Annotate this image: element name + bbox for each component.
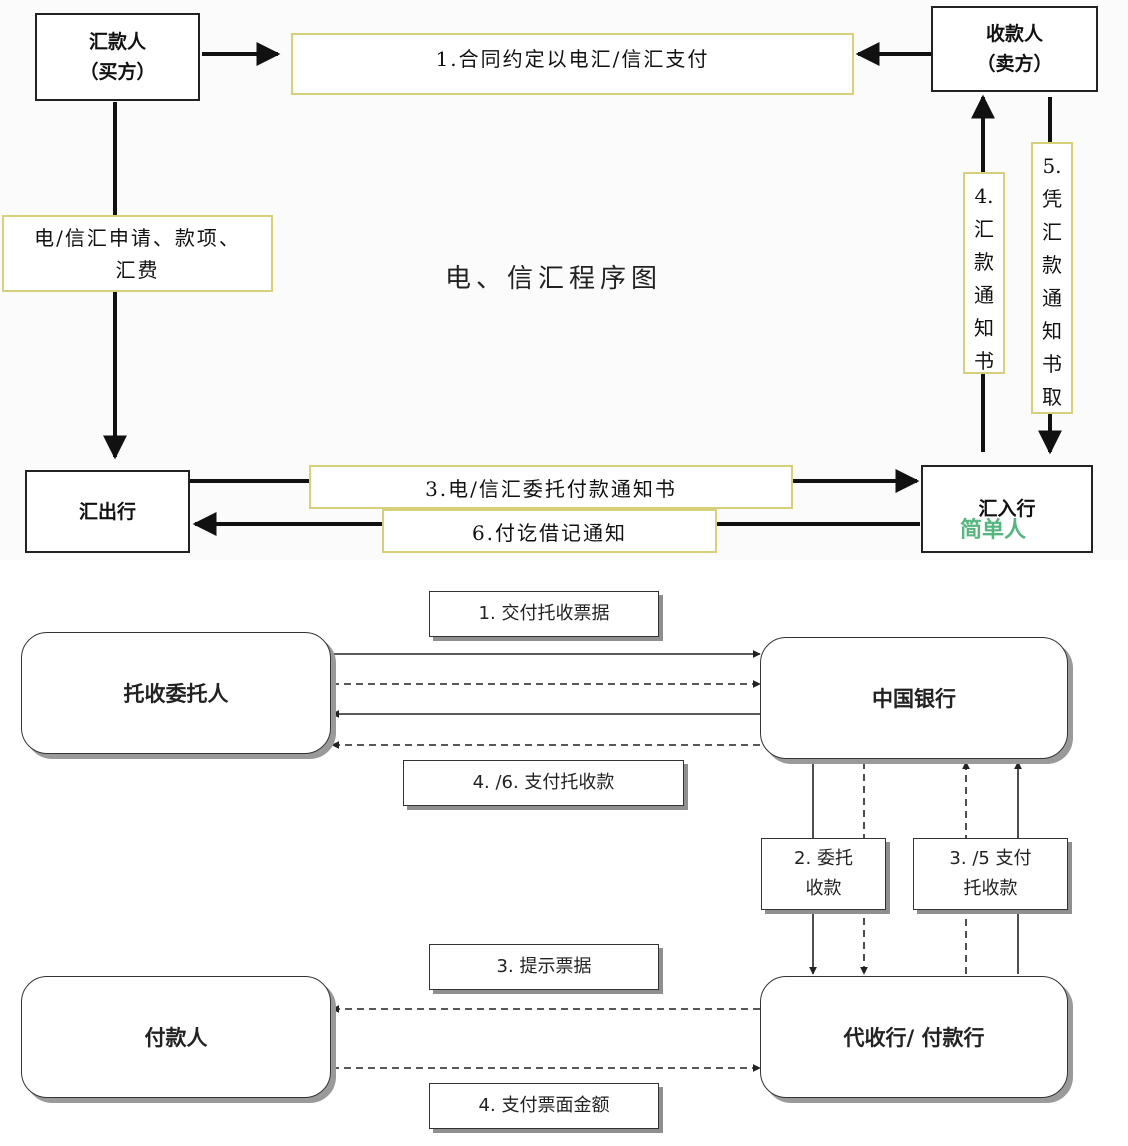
step-contract-text: 1.合同约定以电汇/信汇支付 [435, 47, 710, 71]
step-application-line2: 汇费 [115, 257, 160, 282]
paying-bank-box: 汇入行 [921, 465, 1093, 553]
step-notice-label: 4. 汇 款 通 知 书 [963, 172, 1005, 374]
notice-char: 书 [974, 349, 994, 373]
remitter-role: （买方） [79, 61, 156, 83]
step-remit-label: 3. /5 支付 托收款 [913, 838, 1068, 910]
step-entrust-line2: 收款 [805, 878, 842, 899]
step-pay-proceeds-text: 4. /6. 支付托收款 [472, 772, 615, 793]
boc-box: 中国银行 [760, 637, 1068, 759]
collecting-bank-name: 代收行/ 付款行 [843, 1026, 985, 1050]
notice-char: 知 [974, 316, 994, 340]
remitting-bank-box: 汇出行 [25, 470, 190, 553]
payer-box: 付款人 [21, 976, 331, 1098]
principal-name: 托收委托人 [123, 682, 229, 706]
collect-char: 款 [1042, 253, 1062, 277]
remitting-bank-name: 汇出行 [78, 500, 136, 523]
payee-role: （卖方） [976, 53, 1053, 75]
payee-box: 收款人 （卖方） [931, 6, 1098, 92]
step-payment-order-text: 3.电/信汇委托付款通知书 [425, 476, 677, 501]
principal-box: 托收委托人 [21, 632, 331, 754]
step-debit-advice-label: 6.付讫借记通知 [382, 509, 717, 553]
remitter-name: 汇款人 [88, 31, 146, 53]
notice-char: 汇 [974, 217, 994, 241]
step-payment-order-label: 3.电/信汇委托付款通知书 [309, 465, 793, 509]
collect-char: 汇 [1042, 220, 1062, 244]
watermark-logo: 简单人 [960, 518, 1027, 543]
step-application-line1: 电/信汇申请、款项、 [34, 225, 241, 250]
boc-name: 中国银行 [872, 687, 956, 711]
notice-char: 款 [974, 250, 994, 274]
notice-char: 通 [974, 283, 994, 307]
step-pay-proceeds-label: 4. /6. 支付托收款 [403, 760, 684, 806]
diagram-title: 电、信汇程序图 [445, 264, 663, 294]
payee-name: 收款人 [985, 23, 1043, 45]
step-deliver-docs-label: 1. 交付托收票据 [429, 591, 659, 637]
step-present-docs-label: 3. 提示票据 [429, 944, 659, 990]
step-entrust-line1: 2. 委托 [794, 848, 853, 869]
step-present-docs-text: 3. 提示票据 [496, 956, 592, 977]
step-remit-line2: 托收款 [963, 878, 1018, 899]
collecting-bank-box: 代收行/ 付款行 [760, 976, 1068, 1098]
step-entrust-label: 2. 委托 收款 [761, 838, 886, 910]
step-application-label: 电/信汇申请、款项、 汇费 [2, 215, 273, 292]
step-contract-label: 1.合同约定以电汇/信汇支付 [291, 33, 854, 95]
step-pay-face-value-label: 4. 支付票面金额 [429, 1083, 659, 1129]
paying-bank-name: 汇入行 [978, 498, 1036, 520]
payer-name: 付款人 [144, 1026, 208, 1050]
step-remit-line1: 3. /5 支付 [949, 848, 1032, 869]
step-pay-face-value-text: 4. 支付票面金额 [478, 1095, 610, 1116]
step-deliver-docs-text: 1. 交付托收票据 [478, 603, 610, 624]
step-debit-advice-text: 6.付讫借记通知 [471, 520, 628, 545]
step-collect-label: 5. 凭 汇 款 通 知 书 取 [1031, 142, 1073, 414]
collect-char: 通 [1042, 286, 1062, 310]
notice-char: 4. [974, 184, 994, 208]
collect-char: 5. [1042, 154, 1062, 178]
collect-char: 取 [1042, 385, 1062, 409]
collect-char: 凭 [1042, 187, 1062, 211]
remitter-box: 汇款人 （买方） [35, 13, 200, 101]
collect-char: 书 [1042, 352, 1062, 376]
collect-char: 知 [1042, 319, 1062, 343]
